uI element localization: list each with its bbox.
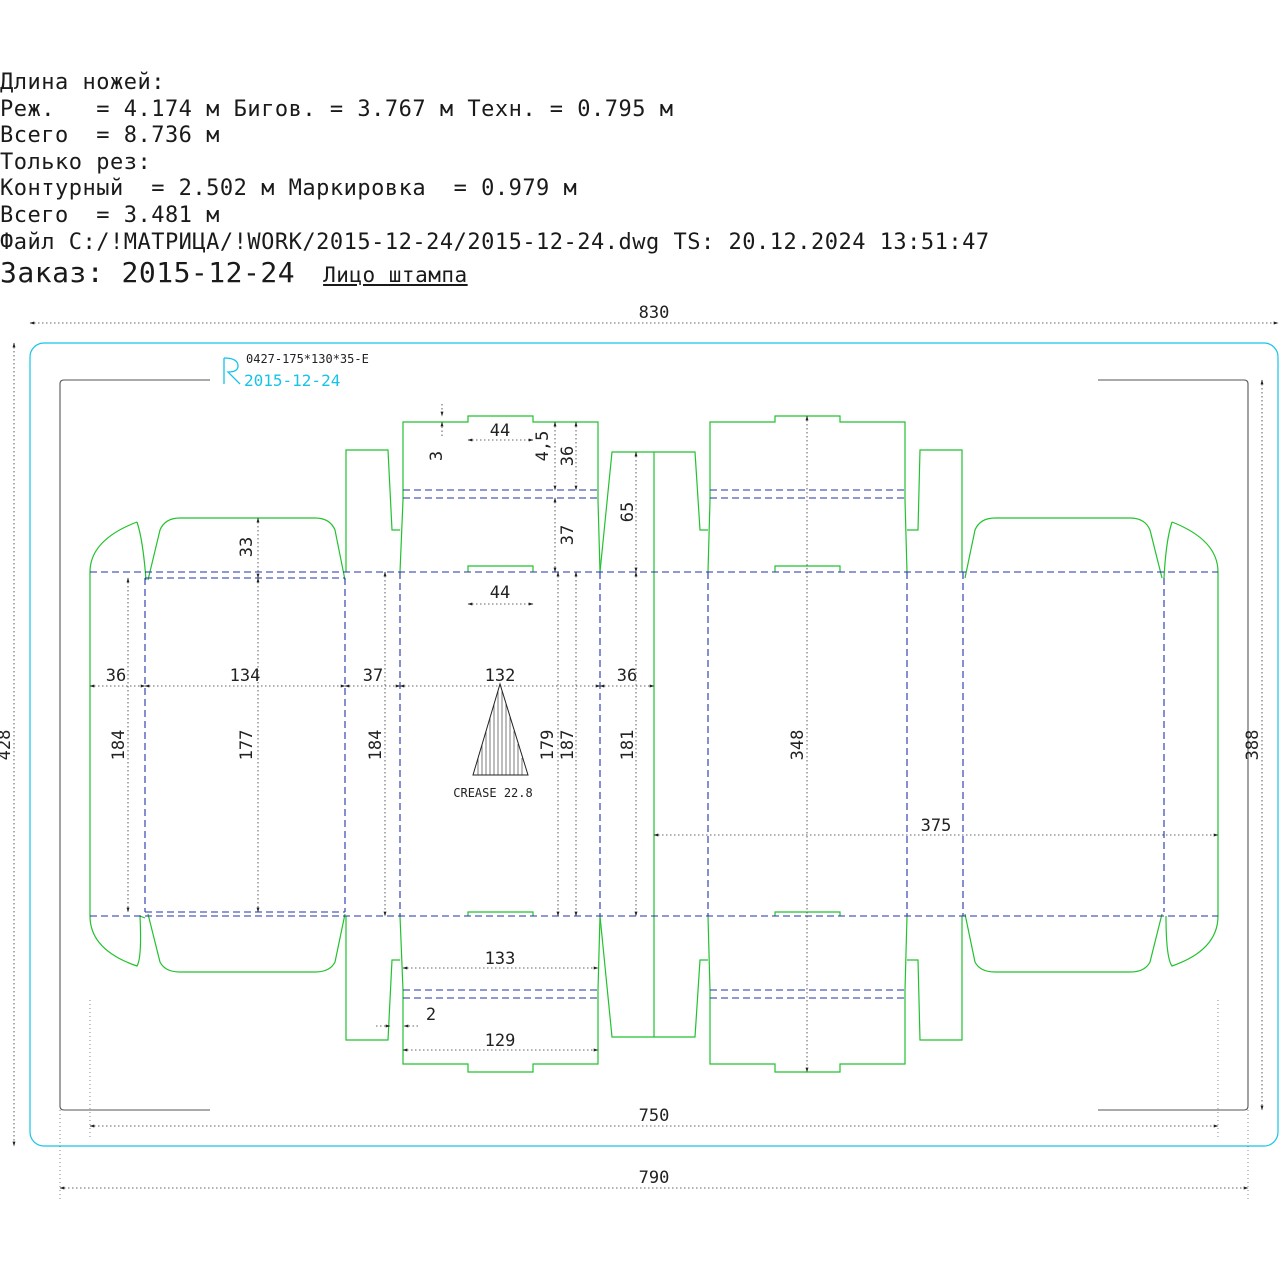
order-label: Заказ: 2015-12-24 [0,256,296,290]
dim-label-36-right: 36 [617,666,637,686]
order-line: Заказ: 2015-12-24 Лицо штампа [0,256,1000,292]
dim-label-36-top: 36 [558,446,578,466]
dim-label-375: 375 [921,816,952,836]
dim-label-37: 37 [363,666,383,686]
dim-label-36-left: 36 [106,666,126,686]
dim-label-129: 129 [485,1031,516,1051]
dim-label-4-5: 4,5 [533,431,553,462]
cut-lines [89,415,1219,1073]
dim-label-179: 179 [538,730,558,761]
dim-label-184-left: 184 [109,730,129,761]
crease-direction-symbol: CREASE 22.8 [453,682,533,800]
header-line-cut-crease-tech: Реж. = 4.174 м Бигов. = 3.767 м Техн. = … [0,96,674,122]
dim-label-428: 428 [0,730,15,761]
dimension-overall-width: 830 [29,303,1279,325]
dim-label-388: 388 [1243,730,1263,761]
dim-label-37-top: 37 [558,525,578,545]
interior-dimensions: 44 3 4,5 36 37 65 33 44 36 134 37 132 36 [89,404,1219,1073]
dim-label-348: 348 [788,730,808,761]
dim-label-790: 790 [639,1168,670,1188]
dim-label-184-mid: 184 [366,730,386,761]
dim-label-44-mid: 44 [490,583,510,603]
dim-label-177: 177 [237,730,257,761]
dim-label-134: 134 [230,666,261,686]
dim-label-2: 2 [426,1005,436,1025]
dim-label-181: 181 [618,730,638,761]
dim-label-133: 133 [485,949,516,969]
die-board-outline [29,342,1279,1147]
dim-label-3: 3 [427,451,447,461]
dimension-overall-height: 428 [0,342,16,1147]
dimension-frame-width: 790 [59,1110,1249,1200]
knife-length-header: Длина ножей: Реж. = 4.174 м Бигов. = 3.7… [0,70,1000,292]
dim-label-33: 33 [237,537,257,557]
inner-frame [59,379,1249,1111]
stamp-logo-icon [223,357,241,385]
dim-label-187: 187 [558,730,578,761]
stamp-logo-text: 2015-12-24 [244,371,340,390]
stamp-code: 0427-175*130*35-E [246,352,369,366]
crease-lines [90,489,1218,999]
dim-label-750: 750 [639,1106,670,1126]
dimension-inner-height: 388 [1243,379,1264,1111]
dimension-blank-width: 750 [89,1000,1219,1140]
header-line-contour-marking: Контурный = 2.502 м Маркировка = 0.979 м [0,176,578,202]
header-line-total-cut: Всего = 3.481 м [0,202,220,228]
stamp-face-label: Лицо штампа [323,263,468,288]
dim-label-830: 830 [639,303,670,323]
header-line-cut-only: Только рез: [0,149,152,175]
header-line-total: Всего = 8.736 м [0,123,220,149]
header-line-title: Длина ножей: [0,70,165,95]
crease-symbol-label: CREASE 22.8 [453,786,532,800]
stamp-marking: 0427-175*130*35-E 2015-12-24 [223,352,369,390]
dim-label-132: 132 [485,666,516,686]
dim-label-65: 65 [618,502,638,522]
dim-label-44-top: 44 [490,421,510,441]
header-line-file-path: Файл C:/!МАТРИЦА/!WORK/2015-12-24/2015-1… [0,229,990,255]
